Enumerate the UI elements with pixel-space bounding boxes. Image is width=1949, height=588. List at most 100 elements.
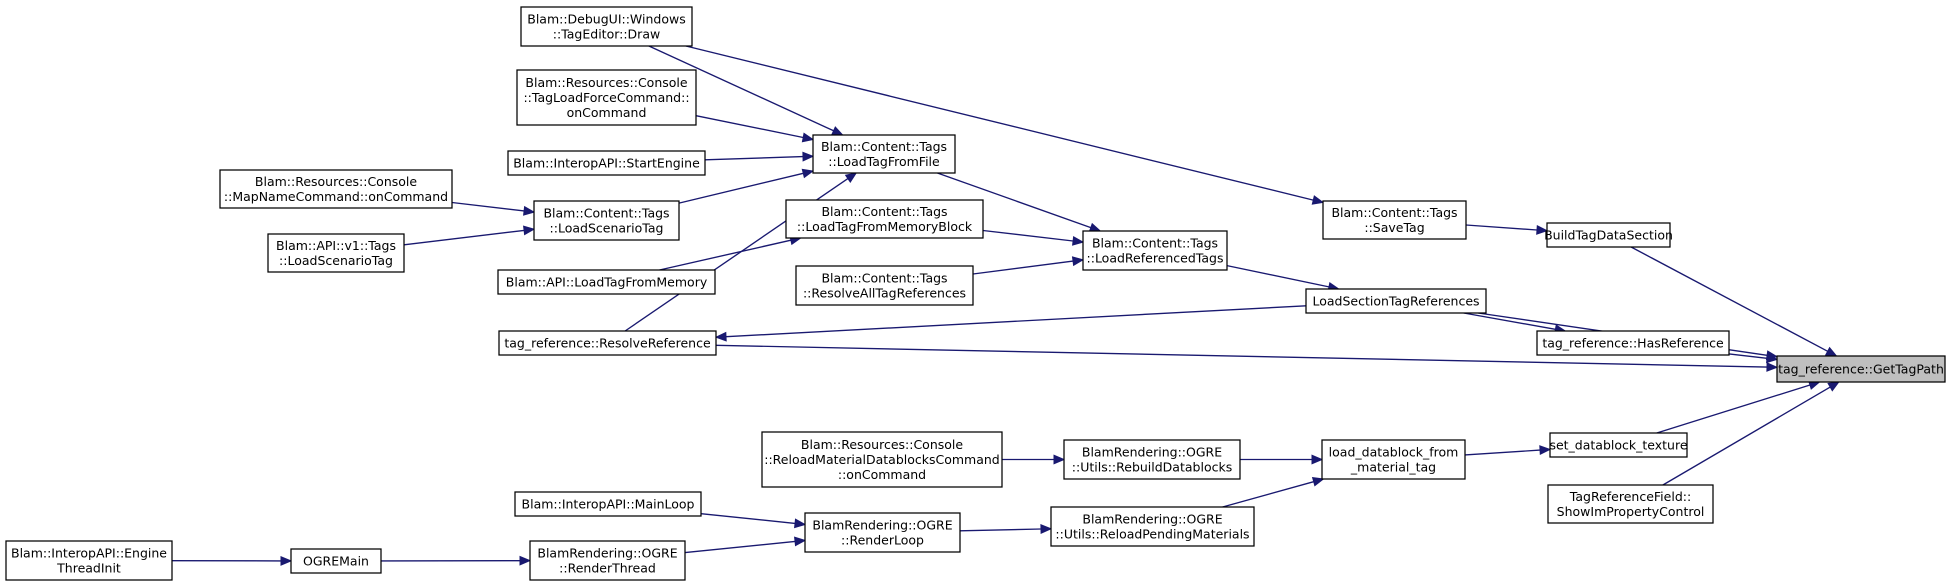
edge-interop_main_loop-to-render_loop [700,513,807,529]
node-tag-load-force-command[interactable]: Blam::Resources::Console::TagLoadForceCo… [516,69,697,126]
edge-arrowhead [1311,477,1325,487]
node-label-line: OGREMain [303,554,369,569]
node-box [1305,288,1487,314]
node-box [507,150,706,176]
node-box [1050,506,1255,547]
node-build-tag-data-section[interactable]: BuildTagDataSection [1544,222,1673,248]
edge-api_v1_load_scenario_tag-to-load_scenario_tag [403,225,536,246]
node-box [5,540,173,581]
node-box [785,199,984,239]
node-save-tag[interactable]: Blam::Content::Tags::SaveTag [1322,200,1467,240]
edge-load_referenced_tags-to-load_section_tag_references [1226,264,1340,292]
node-load-datablock-from-material-tag[interactable]: load_datablock_from_material_tag [1321,439,1466,480]
node-tag-editor-draw[interactable]: Blam::DebugUI::Windows::TagEditor::Draw [520,6,693,47]
edge-line [959,528,1042,532]
edge-resolve_reference-to-get_tag_path [715,344,1779,372]
edge-arrowhead [1766,353,1779,364]
edge-line [1226,264,1330,288]
node-label-line: ShowImPropertyControl [1557,504,1705,519]
node-has-reference[interactable]: tag_reference::HasReference [1536,330,1730,356]
node-label-line: Blam::Content::Tags [821,139,947,154]
node-box [219,169,453,209]
node-label-line: Blam::DebugUI::Windows [527,12,685,27]
node-load-section-tag-references[interactable]: LoadSectionTagReferences [1305,288,1487,314]
node-label-line: onCommand [567,105,647,120]
node-box [529,540,686,581]
node-load-scenario-tag[interactable]: Blam::Content::Tags::LoadScenarioTag [533,200,680,241]
node-load-tag-from-memory-block[interactable]: Blam::Content::Tags::LoadTagFromMemoryBl… [785,199,984,239]
node-label-line: ::LoadScenarioTag [550,221,664,236]
edge-arrowhead [523,205,536,216]
node-api-load-tag-from-memory[interactable]: Blam::API::LoadTagFromMemory [497,269,716,295]
node-render-thread[interactable]: BlamRendering::OGRE::RenderThread [529,540,686,581]
node-reload-material-datablocks-command[interactable]: Blam::Resources::Console::ReloadMaterial… [761,431,1003,488]
edge-line [685,45,1314,201]
node-label-line: BlamRendering::OGRE [1082,445,1222,460]
edge-line [1464,449,1541,456]
node-ogre-main[interactable]: OGREMain [290,548,382,574]
node-label-line: BlamRendering::OGRE [812,518,952,533]
node-api-v1-load-scenario-tag[interactable]: Blam::API::v1::Tags::LoadScenarioTag [267,233,405,273]
node-label-line: Blam::API::v1::Tags [276,238,396,253]
edge-line [659,239,792,271]
edge-line [1630,246,1829,352]
node-load-referenced-tags[interactable]: Blam::Content::Tags::LoadReferencedTags [1082,230,1228,271]
edge-load_tag_from_memory_block-to-load_referenced_tags [982,229,1085,246]
edge-line [451,201,525,212]
node-label-line: ::SaveTag [1364,220,1424,235]
node-box [520,6,693,47]
edge-tag_reference_field_show-to-get_tag_path [1662,381,1840,486]
node-label-line: ::RenderLoop [841,533,924,548]
edge-line [695,115,804,139]
node-label-line: Blam::Content::Tags [821,204,947,219]
node-interop-main-loop[interactable]: Blam::InteropAPI::MainLoop [514,491,702,517]
node-label-line: ::LoadReferencedTags [1087,251,1224,266]
node-box [812,134,956,174]
edges-layer [171,45,1840,566]
node-interop-start-engine[interactable]: Blam::InteropAPI::StartEngine [507,150,706,176]
edge-load_datablock_from_material_tag-to-set_datablock_texture [1464,445,1552,456]
node-box [1082,230,1228,271]
node-rebuild-datablocks[interactable]: BlamRendering::OGRE::Utils::RebuildDatab… [1063,439,1241,480]
edge-line [937,172,1092,229]
node-label-line: ::ResolveAllTagReferences [803,286,966,301]
node-label-line: ::Utils::RebuildDatablocks [1072,460,1232,475]
node-box [1546,222,1671,248]
edge-tag_editor_draw-to-save_tag [685,45,1325,205]
node-label-line: _material_tag [1350,460,1436,475]
node-tag-reference-field-show[interactable]: TagReferenceField::ShowImPropertyControl [1547,484,1714,524]
edge-arrowhead [794,536,807,547]
node-reload-pending-materials[interactable]: BlamRendering::OGRE::Utils::ReloadPendin… [1050,506,1255,547]
edge-arrowhead [794,518,807,529]
edge-line [684,540,796,554]
edge-render_loop-to-reload_pending_materials [959,524,1053,534]
node-map-name-command[interactable]: Blam::Resources::Console::MapNameCommand… [219,169,453,209]
node-render-loop[interactable]: BlamRendering::OGRE::RenderLoop [804,512,961,553]
node-set-datablock-texture[interactable]: set_datablock_texture [1549,432,1688,458]
node-load-tag-from-file[interactable]: Blam::Content::Tags::LoadTagFromFile [812,134,956,174]
node-label-line: Blam::InteropAPI::MainLoop [522,497,695,512]
node-label-line: TagReferenceField:: [1569,489,1691,504]
node-box [761,431,1003,488]
node-box [1321,439,1466,480]
node-resolve-reference[interactable]: tag_reference::ResolveReference [498,330,717,356]
node-label-line: ::ReloadMaterialDatablocksCommand [764,452,1000,467]
node-label-line: ::RenderThread [559,561,656,576]
edge-interop_start_engine-to-load_tag_from_file [704,151,815,162]
node-label-line: ThreadInit [56,561,121,576]
node-box [290,548,382,574]
edge-arrowhead [1766,362,1779,372]
node-resolve-all-tag-references[interactable]: Blam::Content::Tags::ResolveAllTagRefere… [795,265,974,306]
node-label-line: tag_reference::ResolveReference [504,336,711,351]
edge-line [725,305,1307,338]
edge-arrowhead [1539,445,1552,455]
edge-arrowhead [844,172,858,184]
edge-arrowhead [1536,225,1549,235]
edge-resolve_all_tag_references-to-load_referenced_tags [972,256,1085,275]
node-get-tag-path[interactable]: tag_reference::GetTagPath [1776,355,1946,383]
edge-arrowhead [801,132,815,143]
node-label-line: ::TagEditor::Draw [553,27,660,42]
node-box [795,265,974,306]
edge-ogre_main-to-render_thread [380,555,532,566]
